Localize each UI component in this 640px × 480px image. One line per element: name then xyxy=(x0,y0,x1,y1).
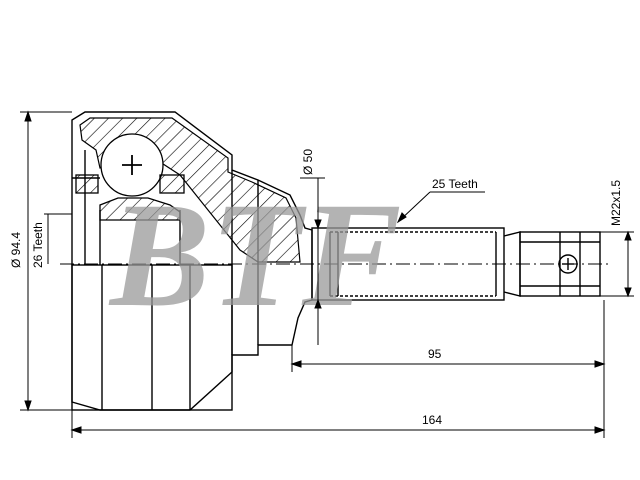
thread-label: M22x1.5 xyxy=(609,180,623,226)
overall-length-label: 164 xyxy=(422,413,442,427)
outer-diameter-label: Ø 94.4 xyxy=(9,232,23,268)
watermark-logo: BTF xyxy=(108,172,402,338)
shaft-diameter-label: Ø 50 xyxy=(301,149,315,175)
dimension-lines xyxy=(20,110,634,438)
outer-teeth-label: 25 Teeth xyxy=(432,177,478,191)
inner-teeth-label: 26 Teeth xyxy=(31,222,45,268)
shaft-length-label: 95 xyxy=(428,347,442,361)
ball-and-cage xyxy=(75,133,185,221)
